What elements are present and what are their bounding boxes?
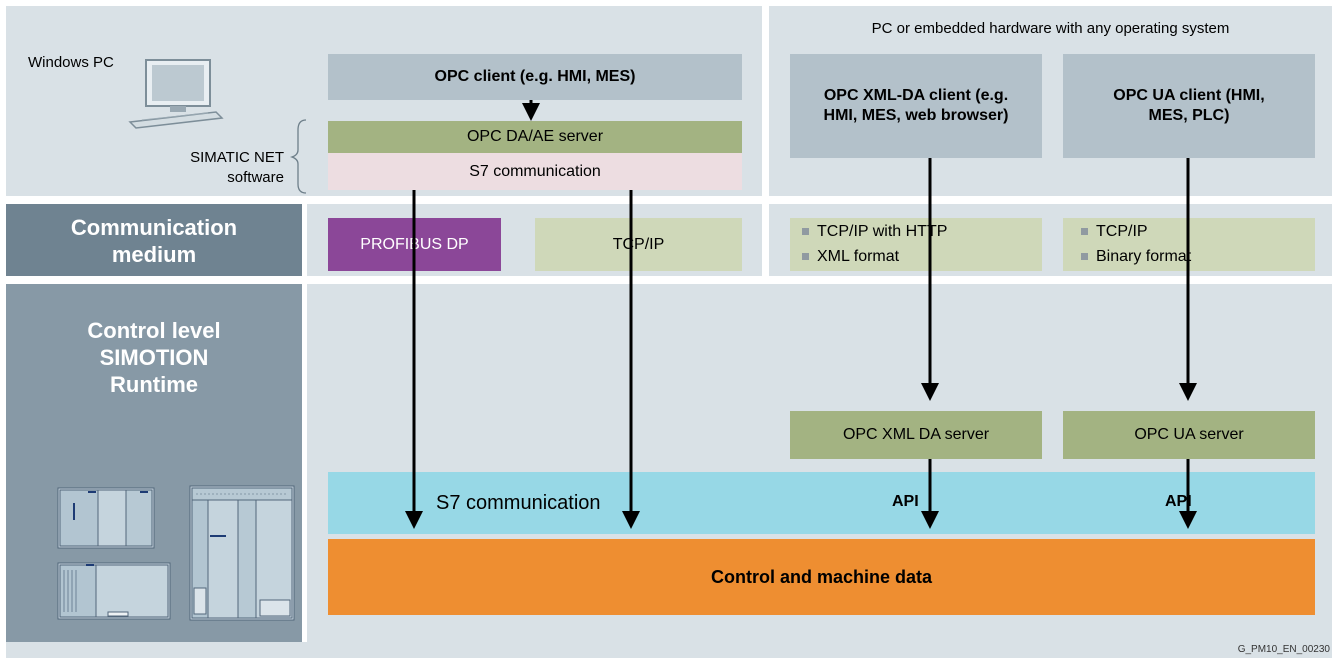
profibus-dp-box: PROFIBUS DP <box>328 218 501 271</box>
ua-medium-box: TCP/IP Binary format <box>1063 218 1315 271</box>
communication-medium-title: Communication medium <box>70 215 238 267</box>
xml-medium-item: TCP/IP with HTTP <box>802 219 1042 244</box>
api-band <box>328 472 1315 534</box>
ua-medium-item: Binary format <box>1081 244 1315 269</box>
bullet-icon <box>802 253 809 260</box>
control-level-title: Control level SIMOTION Runtime <box>87 318 221 397</box>
windows-pc-label: Windows PC <box>28 54 114 71</box>
xml-medium-box: TCP/IP with HTTP XML format <box>790 218 1042 271</box>
footer-strip <box>6 642 1332 658</box>
bullet-icon <box>1081 253 1088 260</box>
bullet-icon <box>1081 228 1088 235</box>
api-label-xml: API <box>892 493 919 510</box>
top-right-caption: PC or embedded hardware with any operati… <box>871 20 1230 37</box>
comm-medium-side-panel <box>6 204 302 276</box>
s7-communication-top-box: S7 communication <box>328 153 742 190</box>
opc-da-ae-server-box: OPC DA/AE server <box>328 121 742 153</box>
opc-xml-da-client-box: OPC XML-DA client (e.g. HMI, MES, web br… <box>790 54 1042 158</box>
simatic-net-label: SIMATIC NET software <box>190 149 284 186</box>
opc-client-box: OPC client (e.g. HMI, MES) <box>328 54 742 100</box>
opc-xml-da-server-box: OPC XML DA server <box>790 411 1042 459</box>
xml-medium-item: XML format <box>802 244 1042 269</box>
api-label-ua: API <box>1165 493 1192 510</box>
ua-medium-item: TCP/IP <box>1081 219 1315 244</box>
figure-code: G_PM10_EN_00230 <box>1237 644 1330 655</box>
opc-ua-client-box: OPC UA client (HMI, MES, PLC) <box>1063 54 1315 158</box>
bullet-icon <box>802 228 809 235</box>
tcp-ip-box: TCP/IP <box>535 218 742 271</box>
opc-ua-server-box: OPC UA server <box>1063 411 1315 459</box>
s7-communication-bottom-label: S7 communication <box>436 492 601 514</box>
control-machine-data-box: Control and machine data <box>328 539 1315 615</box>
